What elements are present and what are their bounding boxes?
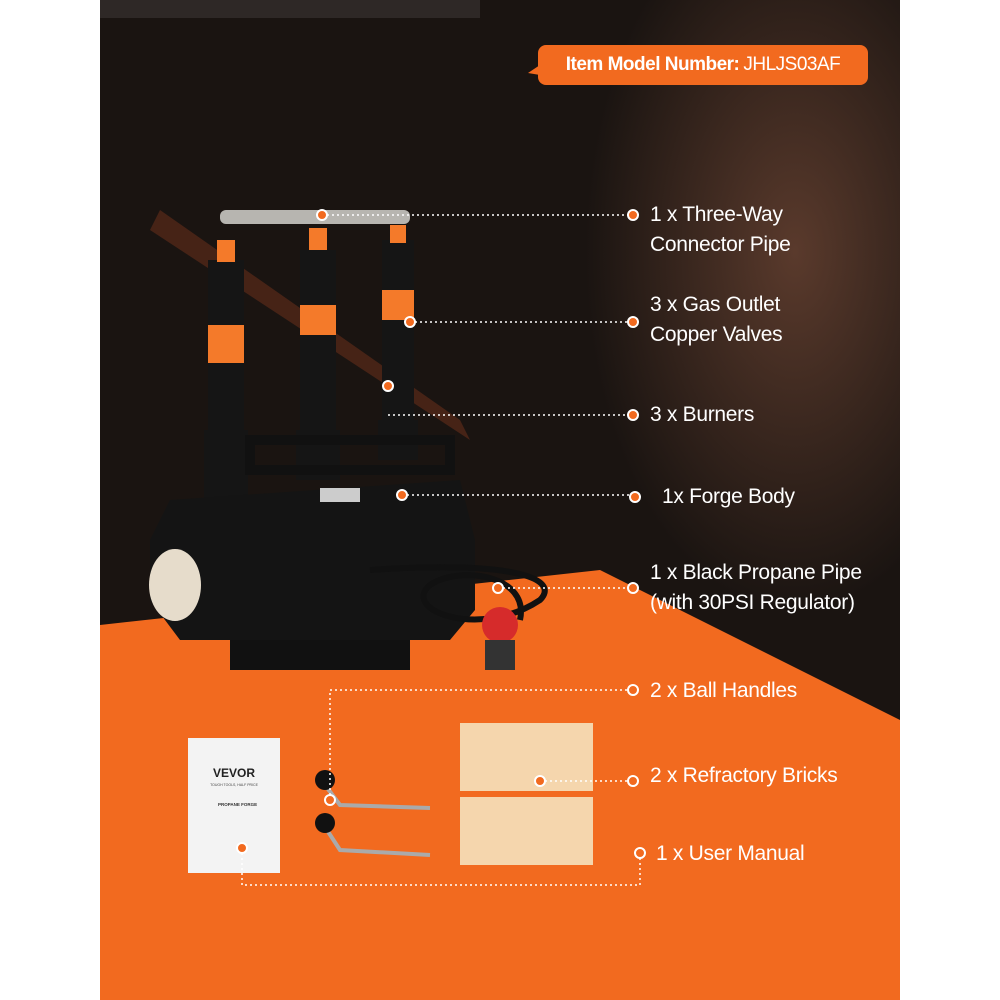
manual-brand: VEVOR xyxy=(213,766,255,780)
product-image: VEVOR TOUGH TOOLS, HALF PRICE PROPANE FO… xyxy=(100,0,900,1000)
refractory-brick xyxy=(460,797,593,865)
forge-illustration: VEVOR TOUGH TOOLS, HALF PRICE PROPANE FO… xyxy=(100,0,900,1000)
svg-text:PROPANE FORGE: PROPANE FORGE xyxy=(218,802,257,807)
part-label: 1 x User Manual xyxy=(656,842,805,865)
refractory-brick xyxy=(460,723,593,791)
part-label: 2 x Ball Handles xyxy=(650,679,797,702)
part-label: 3 x Burners xyxy=(650,403,755,426)
part-label: 1 x Black Propane Pipe(with 30PSI Regula… xyxy=(650,561,862,614)
user-manual xyxy=(188,738,280,873)
model-number: JHLJS03AF xyxy=(743,54,841,75)
badge-label: Item Model Number: xyxy=(565,54,740,75)
svg-text:TOUGH TOOLS, HALF PRICE: TOUGH TOOLS, HALF PRICE xyxy=(210,783,259,787)
model-number-badge: Item Model Number:JHLJS03AF xyxy=(528,45,868,85)
forge-body xyxy=(150,480,475,640)
part-label: 2 x Refractory Bricks xyxy=(650,764,838,787)
part-label: 1x Forge Body xyxy=(662,485,795,508)
connector-pipe xyxy=(220,210,410,224)
